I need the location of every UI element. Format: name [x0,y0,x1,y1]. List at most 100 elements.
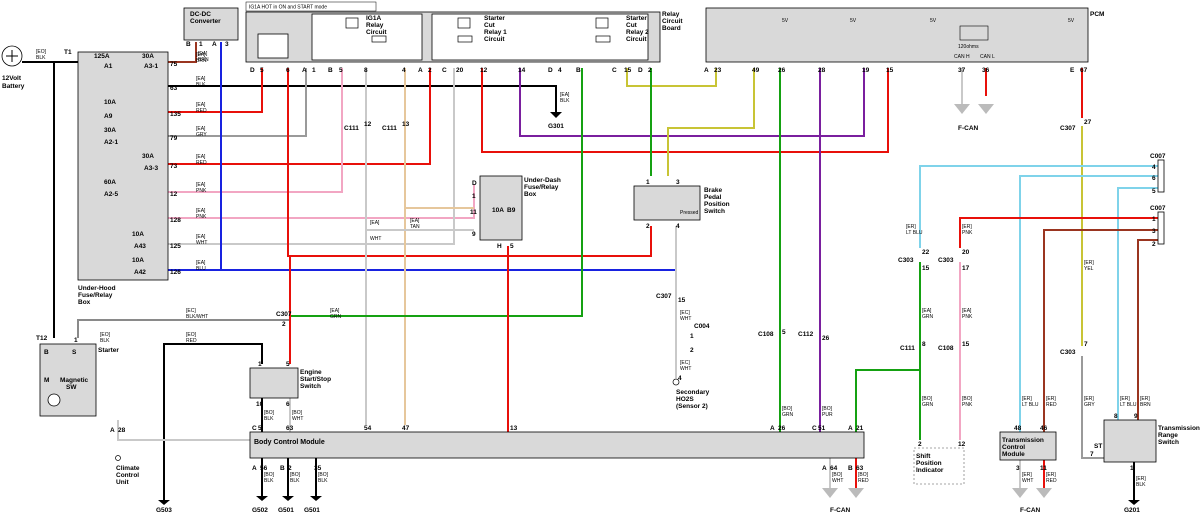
bcm-pin-bottom-right: 64 [830,465,838,472]
trs-color3: BLK [1136,482,1146,488]
ground-g502: G502 [252,507,268,514]
ho2s-title-1: Secondary [676,389,710,396]
c108-left-color: GRN [782,412,794,418]
ess-rect [249,367,299,399]
ho2s-title-2: HO2S [676,396,694,403]
pcm-canh: CAN H [954,54,970,60]
fuse-name: A1 [104,63,113,70]
relay-st2-1: Starter [626,15,647,22]
c303-a-color2: GRN [922,314,934,320]
ground-icon-g501a [282,496,294,501]
relay-pin: D [638,67,643,74]
battery-wire-code: [EO] [36,49,47,55]
relay-pin: 2 [428,67,432,74]
fuse-amp: 125A [94,53,110,60]
trs-pin-8: 8 [1114,413,1118,420]
wire-climate [117,420,250,441]
underhood-box: 125AA130AA3-110AA930AA2-130AA3-360AA2-51… [77,51,207,306]
fuse-name: A2-5 [104,191,118,198]
bottom-color-4: WHT [832,478,843,484]
ess-pin-5: 5 [286,361,290,368]
starter-pin-m: M [44,377,49,384]
trs-pin-7: 7 [1090,451,1094,458]
wire-red-c007 [959,217,1158,248]
pcm-5v-a: 5V [850,18,857,24]
underhood-title-1: Under-Hood [78,285,116,292]
relay-st2-2: Cut [626,22,638,29]
underdash-title-2: Fuse/Relay [524,184,559,191]
c303-a-code: [ER] [906,224,916,230]
relay-ig1a-3: Circuit [366,29,387,36]
c307-right-pin: 27 [1084,119,1092,126]
ess-pin-6: 6 [286,401,290,408]
bcm-pin-top: 51 [818,425,826,432]
pcm-5v-c: 5V [1068,18,1075,24]
c303-a-pin2: 15 [922,265,930,272]
ground-icon-g501b [310,496,322,501]
c111-a-label: C111 [344,125,359,132]
underhood-pin: 12 [170,191,178,198]
relay-pin: A [302,67,307,74]
wire-blue-126 [168,226,677,271]
wire-green-bcm [855,369,920,432]
battery-label-1: 12Volt [2,75,22,82]
dcdc-wire-color: BRN [198,57,209,63]
climate-title-3: Unit [116,479,129,486]
dcdc-pin-a: A [212,41,217,48]
c004-pin-2: 2 [690,347,694,354]
ess-title-1: Engine [300,369,322,376]
shift-rect [913,447,965,485]
ess-color: BLK [264,416,274,422]
relay-pin: 1 [312,67,316,74]
bcm-pin-top: 63 [286,425,294,432]
c303-right-pin: 7 [1084,341,1088,348]
wire-ltblue-3 [1117,187,1158,428]
underhood-wire-code: [EA] [196,260,206,266]
shift-pin-2: 2 [918,441,922,448]
underhood-wire-code: [EA] [196,234,206,240]
c111-a-pin: 12 [364,121,372,128]
relay-pin: D [250,67,255,74]
tcm-pin-11: 11 [1040,465,1047,472]
underhood-pin: 79 [170,135,178,142]
c303-right-code: [ER] [1084,260,1094,266]
c108-left-label: C108 [758,331,774,338]
tcm-color2: RED [1046,402,1057,408]
relay-pin: 15 [624,67,632,74]
c004-code: [EC] [680,360,690,366]
ground-icon-g201 [1128,500,1140,505]
relay-pin: 4 [558,67,562,74]
brake-pressed: Pressed [680,210,699,216]
fuse-name: A2-1 [104,139,118,146]
wire-red-relay6 [287,68,652,257]
relay-pin: 5 [339,67,343,74]
starter-code: [EO] [100,332,111,338]
c307-left-color2: GRN [330,314,342,320]
fuse-name: A43 [134,243,146,250]
c111-b-pin: 13 [402,121,410,128]
wire-purple-14 [519,68,865,137]
c307-mid-pin: 15 [678,297,686,304]
g301-code: [EA] [560,92,570,98]
bcm-pin-top: 21 [856,425,864,432]
c112-code: [BO] [822,406,833,412]
bcm-pin-top: 26 [778,425,786,432]
bottom-code-1: [BO] [264,472,275,478]
c112-label: C112 [798,331,814,338]
relay-board-title-1: Relay [662,11,680,18]
bcm-pin-bottom-right: B [848,465,853,472]
brake-pin-4: 4 [676,223,680,230]
wire-gray-starter [77,319,290,338]
shift-title-2: Position [916,460,942,467]
shift-indicator: 2 12 Shift Position Indicator [BO] GRN [… [913,396,973,485]
trs-title-3: Switch [1158,439,1179,446]
underhood-wire-color: PNK [196,188,207,194]
shift-color2: PNK [962,402,973,408]
pcm-pin: 28 [818,67,826,74]
underhood-rect [77,51,169,281]
ess-code2: [BO] [292,410,303,416]
relay-st1-2: Cut [484,22,496,29]
c303-b-pin2: 17 [962,265,970,272]
fuse-amp: 30A [142,153,154,160]
bcm-pin-top: 54 [364,425,372,432]
